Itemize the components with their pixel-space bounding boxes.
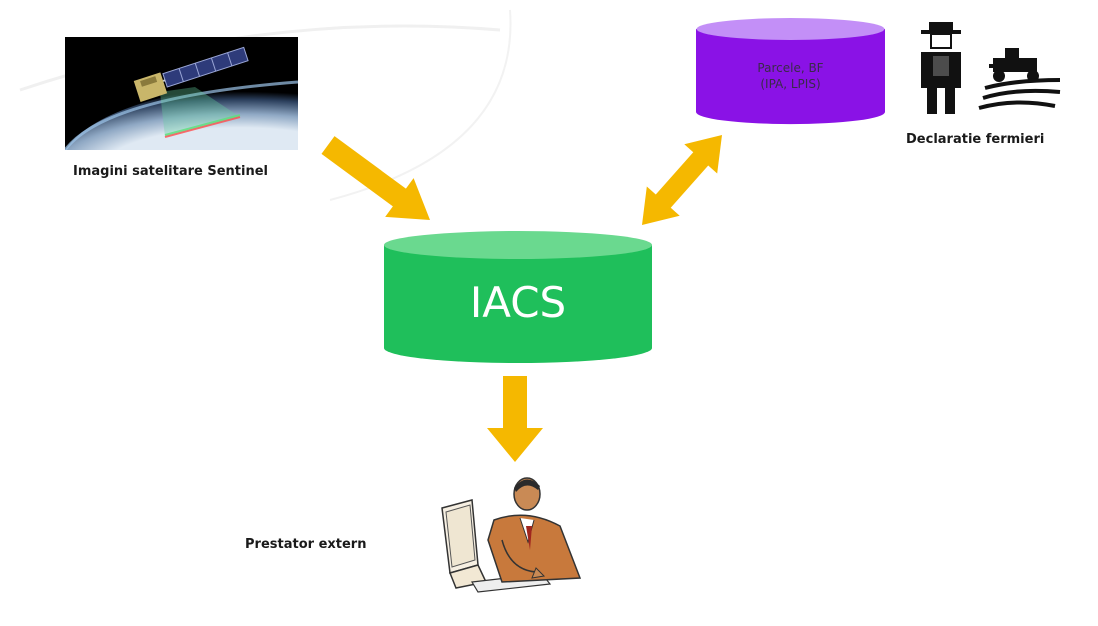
parcels-cylinder-body <box>696 29 885 125</box>
iacs-cylinder-top <box>384 231 652 259</box>
farmers-label: Declaratie fermieri <box>906 132 1045 147</box>
provider-icon <box>441 477 582 593</box>
satellite-label: Imagini satelitare Sentinel <box>73 164 268 179</box>
satellite-image <box>65 37 298 150</box>
parcels-cylinder-top <box>696 18 885 40</box>
parcels-database <box>696 18 885 125</box>
provider-label: Prestator extern <box>245 537 367 552</box>
parcels-label: Parcele, BF (IPA, LPIS) <box>695 60 886 92</box>
farmer-icon <box>921 22 1061 114</box>
parcels-label-line1: Parcele, BF <box>757 61 824 75</box>
iacs-database <box>384 231 652 363</box>
iacs-label: IACS <box>469 278 567 327</box>
arrow-iacs-provider <box>487 376 543 462</box>
arrow-parcels-iacs <box>642 135 722 225</box>
iacs-cylinder-body <box>384 245 652 363</box>
arrow-satellite-iacs <box>321 136 430 220</box>
parcels-label-line2: (IPA, LPIS) <box>760 77 821 91</box>
